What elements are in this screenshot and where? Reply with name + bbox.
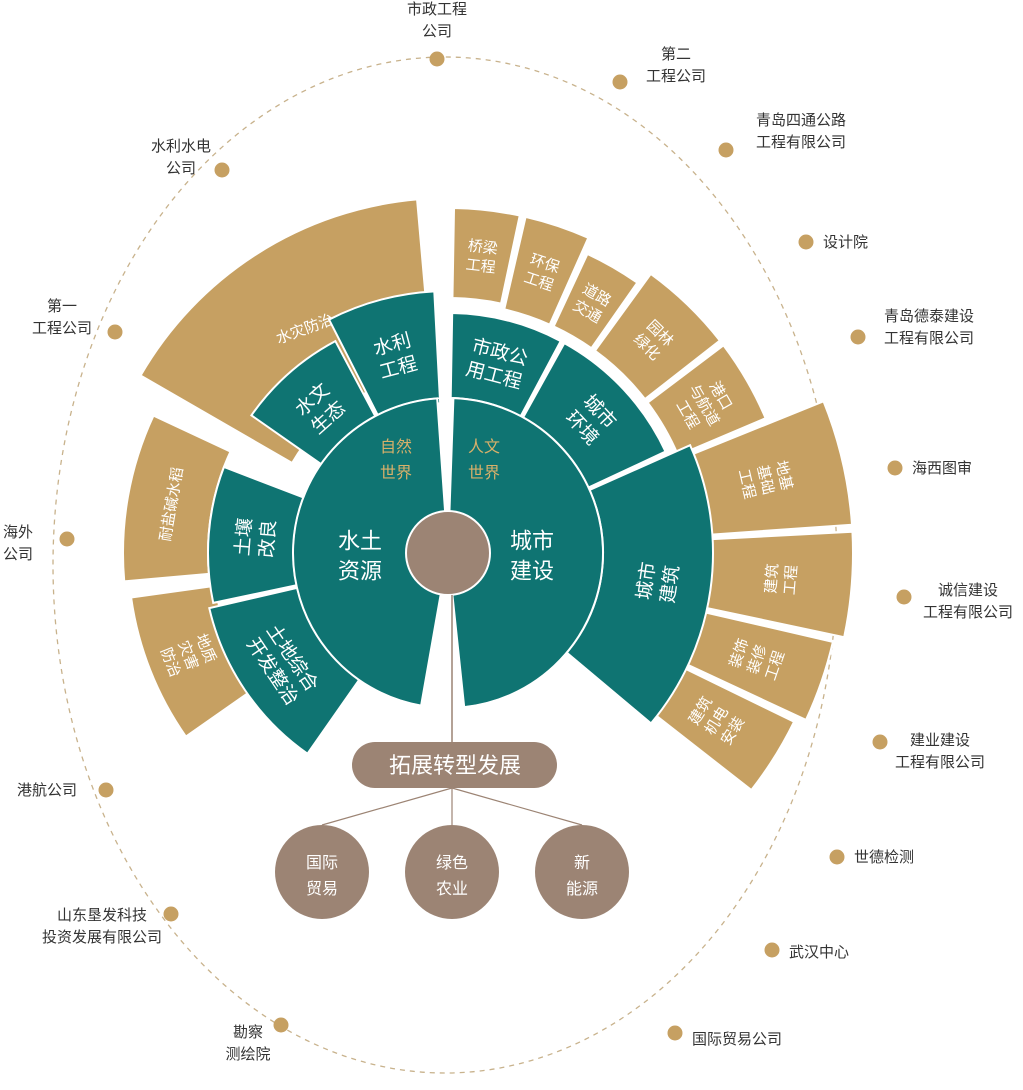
ring-node-dot [764, 942, 780, 958]
ring-company-haixi: 海西图审 [912, 459, 972, 477]
ring-company-sheji: 设计院 [823, 233, 868, 251]
ring-node-dot [59, 531, 75, 547]
outer-label-qiaoliang: 桥梁工程 [465, 236, 499, 276]
expansion-label-xin: 新能源 [566, 853, 598, 898]
ring-company-haiwai: 海外公司 [3, 523, 33, 563]
connector-branch [451, 787, 583, 826]
core-ring-line [292, 397, 604, 709]
ring-node-dot [667, 1025, 683, 1041]
expansion-title: 拓展转型发展 [389, 754, 521, 779]
ring-company-guojimaoyigs: 国际贸易公司 [692, 1030, 782, 1048]
company-ring: 市政工程公司第二工程公司青岛四通公路工程有限公司设计院青岛德泰建设工程有限公司海… [3, 0, 1013, 1074]
ring-company-sitong: 青岛四通公路工程有限公司 [756, 111, 846, 151]
ring-node-dot [98, 782, 114, 798]
ring-company-chengxin: 诚信建设工程有限公司 [923, 581, 1013, 621]
outer-segment-huanbao [503, 215, 590, 326]
outer-segment-gangkou [646, 343, 767, 457]
world-left-label: 自然世界 [380, 437, 412, 482]
expansion-label-lvse: 绿色农业 [436, 853, 468, 898]
core-left-label: 水土资源 [338, 530, 382, 585]
expansion-bubble-guojimaoyi [275, 825, 369, 919]
expansion-bubble-lvse [405, 825, 499, 919]
ring-company-detai: 青岛德泰建设工程有限公司 [884, 307, 974, 347]
outer-label-jianzhugc: 建筑工程 [761, 563, 800, 596]
outer-segment-daolu [552, 252, 639, 350]
ring-company-shide: 世德检测 [854, 848, 914, 866]
ring-company-shizhenggs: 市政工程公司 [407, 0, 467, 40]
outer-label-diji: 地基基础工程 [735, 459, 796, 501]
middle-label-shuili: 水利工程 [371, 329, 420, 383]
ring-company-wuhan: 武汉中心 [789, 943, 849, 961]
ring-node-dot [429, 51, 445, 67]
ring-company-kenfa: 山东垦发科技投资发展有限公司 [42, 906, 162, 946]
ring-company-shuilishuidian: 水利水电公司 [151, 137, 211, 177]
ring-node-dot [273, 1017, 289, 1033]
ring-company-dier: 第二工程公司 [646, 45, 706, 85]
ring-node-dot [107, 324, 123, 340]
ring-company-ganghang: 港航公司 [17, 781, 77, 799]
ring-node-dot [872, 734, 888, 750]
ring-company-diyi: 第一工程公司 [32, 297, 92, 337]
ring-node-dot [214, 162, 230, 178]
core-right-label: 城市建设 [510, 530, 554, 585]
expansion-title-pill [352, 742, 557, 788]
core-hub [405, 510, 491, 596]
ring-node-dot [163, 906, 179, 922]
ring-node-dot [829, 849, 845, 865]
outer-segment-qiaoliang [451, 207, 521, 305]
core-segments: 水土资源 城市建设 自然世界 人文世界 [292, 397, 605, 709]
ring-company-jianye: 建业建设工程有限公司 [895, 731, 985, 771]
middle-label-chengshijianzhu: 城市建筑 [633, 561, 684, 605]
ring-node-dot [718, 142, 734, 158]
ring-node-dot [850, 329, 866, 345]
ring-node-dot [887, 460, 903, 476]
world-right-label: 人文世界 [468, 437, 500, 482]
outer-segment-yuanlin [593, 272, 722, 401]
ring-node-dot [798, 234, 814, 250]
outer-segments: 水灾防治耐盐碱水稻地质灾害防治桥梁工程环保工程道路交通园林绿化港口与航道工程地基… [122, 198, 854, 792]
middle-label-turang: 土壤改良 [232, 517, 281, 559]
ring-company-kancha: 勘察测绘院 [225, 1023, 270, 1063]
ring-node-dot [896, 589, 912, 605]
expansion-bubble-xin [535, 825, 629, 919]
expansion-label-guojimaoyi: 国际贸易 [306, 853, 338, 898]
ring-node-dot [612, 74, 628, 90]
connector-branch [321, 787, 453, 826]
